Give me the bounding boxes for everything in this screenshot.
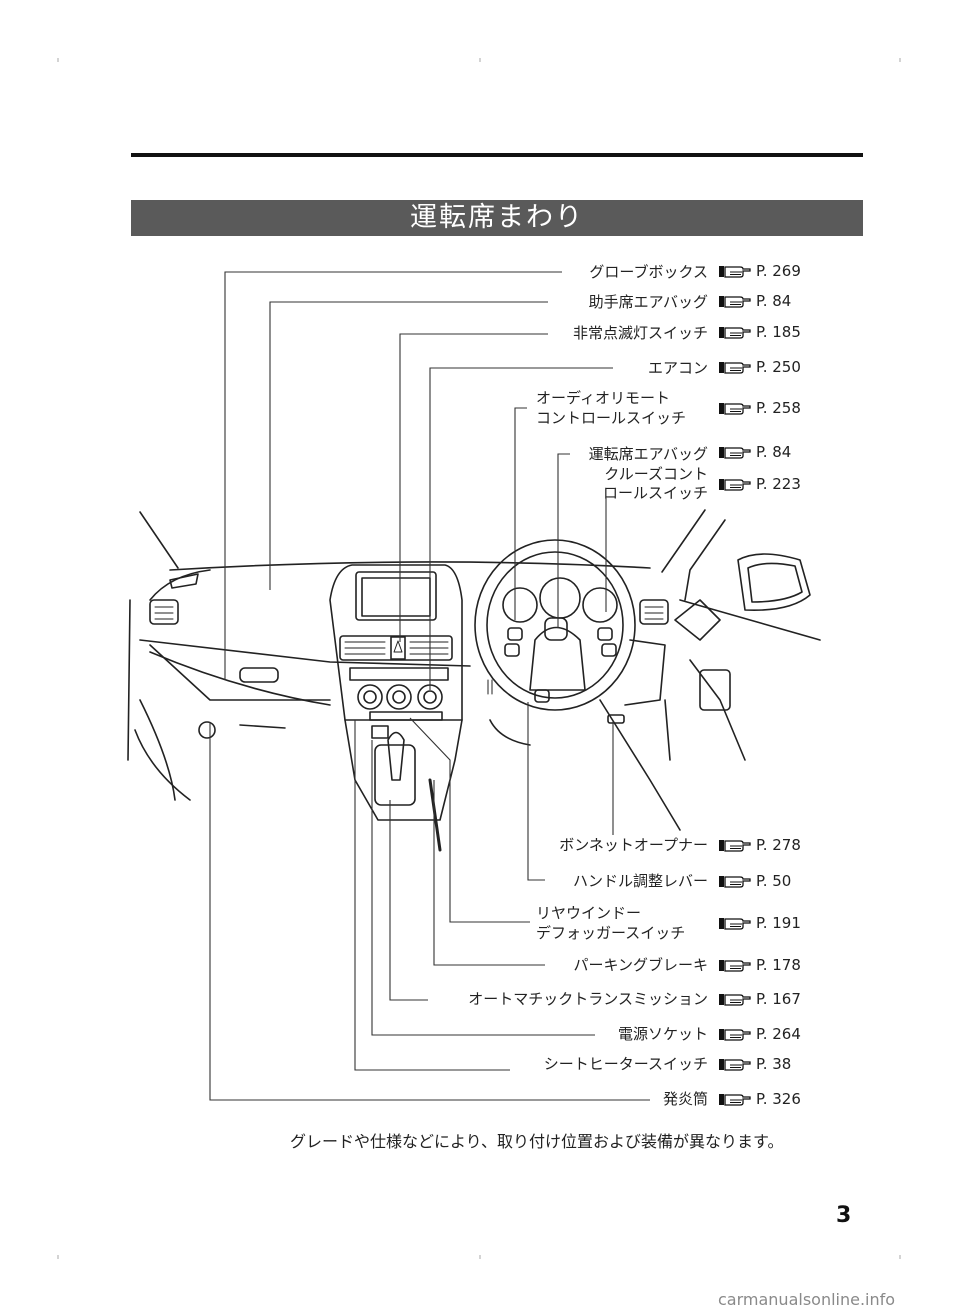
page-ref-audio-remote[interactable]: P. 258	[718, 400, 801, 417]
callout-label-defogger-2: デフォッガースイッチ	[536, 924, 686, 942]
watermark: carmanualsonline.info	[718, 1290, 896, 1309]
pointing-hand-icon	[719, 447, 751, 459]
pointing-hand-icon	[719, 1094, 751, 1106]
equipment-note: グレードや仕様などにより、取り付け位置および装備が異なります。	[290, 1132, 784, 1151]
page-ref-defogger[interactable]: P. 191	[718, 915, 801, 932]
callout-label-glove-box: グローブボックス	[589, 263, 708, 281]
page-ref-passenger-airbag[interactable]: P. 84	[718, 293, 791, 310]
callout-label-passenger-airbag: 助手席エアバッグ	[588, 293, 708, 311]
page-ref-hood-opener[interactable]: P. 278	[718, 837, 801, 854]
pointing-hand-icon	[719, 362, 751, 374]
callout-label-audio-remote-1: オーディオリモート	[536, 389, 670, 407]
page-ref-glove-box[interactable]: P. 269	[718, 263, 801, 280]
callout-label-steering-lever: ハンドル調整レバー	[572, 872, 708, 890]
page-number: 3	[836, 1203, 852, 1228]
header-rule	[131, 153, 863, 157]
section-title: 運転席まわり	[131, 200, 863, 236]
pointing-hand-icon	[719, 1059, 751, 1071]
page-ref-transmission[interactable]: P. 167	[718, 991, 801, 1008]
page-ref-driver-airbag[interactable]: P. 84	[718, 444, 791, 461]
page-ref-cruise-control[interactable]: P. 223	[718, 476, 801, 493]
pointing-hand-icon	[719, 1029, 751, 1041]
pointing-hand-icon	[719, 960, 751, 972]
dashboard-illustration	[127, 509, 821, 852]
callout-label-hood-opener: ボンネットオープナー	[559, 836, 708, 854]
callout-label-seat-heater: シートヒータースイッチ	[543, 1055, 708, 1073]
pointing-hand-icon	[719, 296, 751, 308]
crop-marks	[57, 58, 901, 1259]
callout-label-power-socket: 電源ソケット	[617, 1025, 708, 1043]
callout-label-driver-airbag: 運転席エアバッグ	[588, 445, 708, 463]
pointing-hand-icon	[719, 876, 751, 888]
pointing-hand-icon	[719, 403, 751, 415]
callout-label-hazard-switch: 非常点滅灯スイッチ	[572, 324, 708, 342]
leader-lines	[209, 271, 650, 1101]
pointing-hand-icon	[719, 918, 751, 930]
callout-label-audio-remote-2: コントロールスイッチ	[536, 409, 687, 427]
callout-label-cruise-1: クルーズコント	[604, 465, 708, 483]
callout-label-parking-brake: パーキングブレーキ	[573, 956, 708, 974]
page-ref-hazard-switch[interactable]: P. 185	[718, 324, 801, 341]
page-ref-flare[interactable]: P. 326	[718, 1091, 801, 1108]
page-ref-power-socket[interactable]: P. 264	[718, 1026, 801, 1043]
page-ref-parking-brake[interactable]: P. 178	[718, 957, 801, 974]
callout-label-cruise-2: ロールスイッチ	[602, 484, 708, 502]
pointing-hand-icon	[719, 994, 751, 1006]
page-ref-air-conditioner[interactable]: P. 250	[718, 359, 801, 376]
page-ref-steering-lever[interactable]: P. 50	[718, 873, 791, 890]
pointing-hand-icon	[719, 479, 751, 491]
callout-label-transmission: オートマチックトランスミッション	[468, 990, 708, 1008]
page-ref-seat-heater[interactable]: P. 38	[718, 1056, 791, 1073]
pointing-hand-icon	[719, 840, 751, 852]
callout-label-air-conditioner: エアコン	[647, 359, 708, 377]
callout-label-flare: 発炎筒	[662, 1090, 708, 1108]
pointing-hand-icon	[719, 327, 751, 339]
pointing-hand-icon	[719, 266, 751, 278]
callout-label-defogger-1: リヤウインドー	[536, 904, 642, 922]
